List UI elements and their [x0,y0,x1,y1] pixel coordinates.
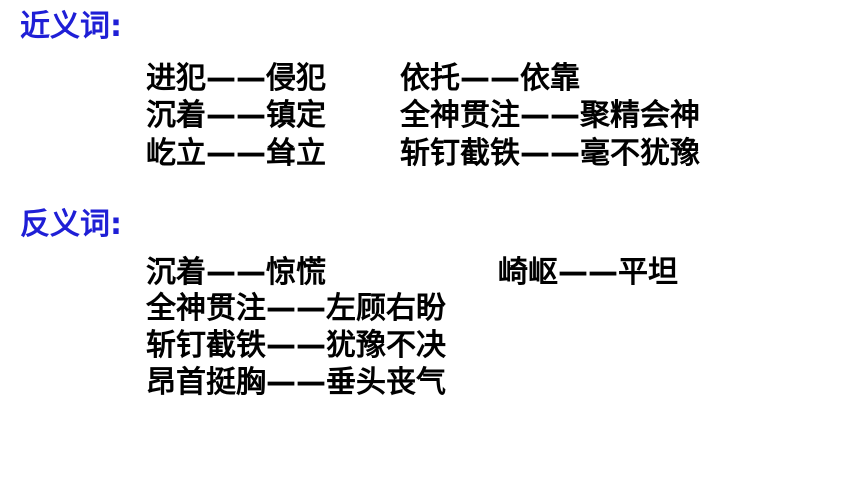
synonym-pair: 屹立——耸立 [146,136,326,171]
antonym-pair: 昂首挺胸——垂头丧气 [146,365,446,400]
antonyms-heading: 反义词: [20,207,122,242]
synonyms-heading: 近义词: [20,9,122,44]
synonym-pair: 依托——依靠 [400,61,580,96]
synonym-pair: 进犯——侵犯 [146,61,326,96]
antonym-pair: 全神贯注——左顾右盼 [146,291,446,326]
antonym-pair: 崎岖——平坦 [498,255,678,290]
synonym-pair: 沉着——镇定 [146,98,326,133]
antonym-pair: 沉着——惊慌 [146,255,326,290]
synonym-pair: 斩钉截铁——毫不犹豫 [400,136,700,171]
antonym-pair: 斩钉截铁——犹豫不决 [146,328,446,363]
synonym-pair: 全神贯注——聚精会神 [400,98,700,133]
